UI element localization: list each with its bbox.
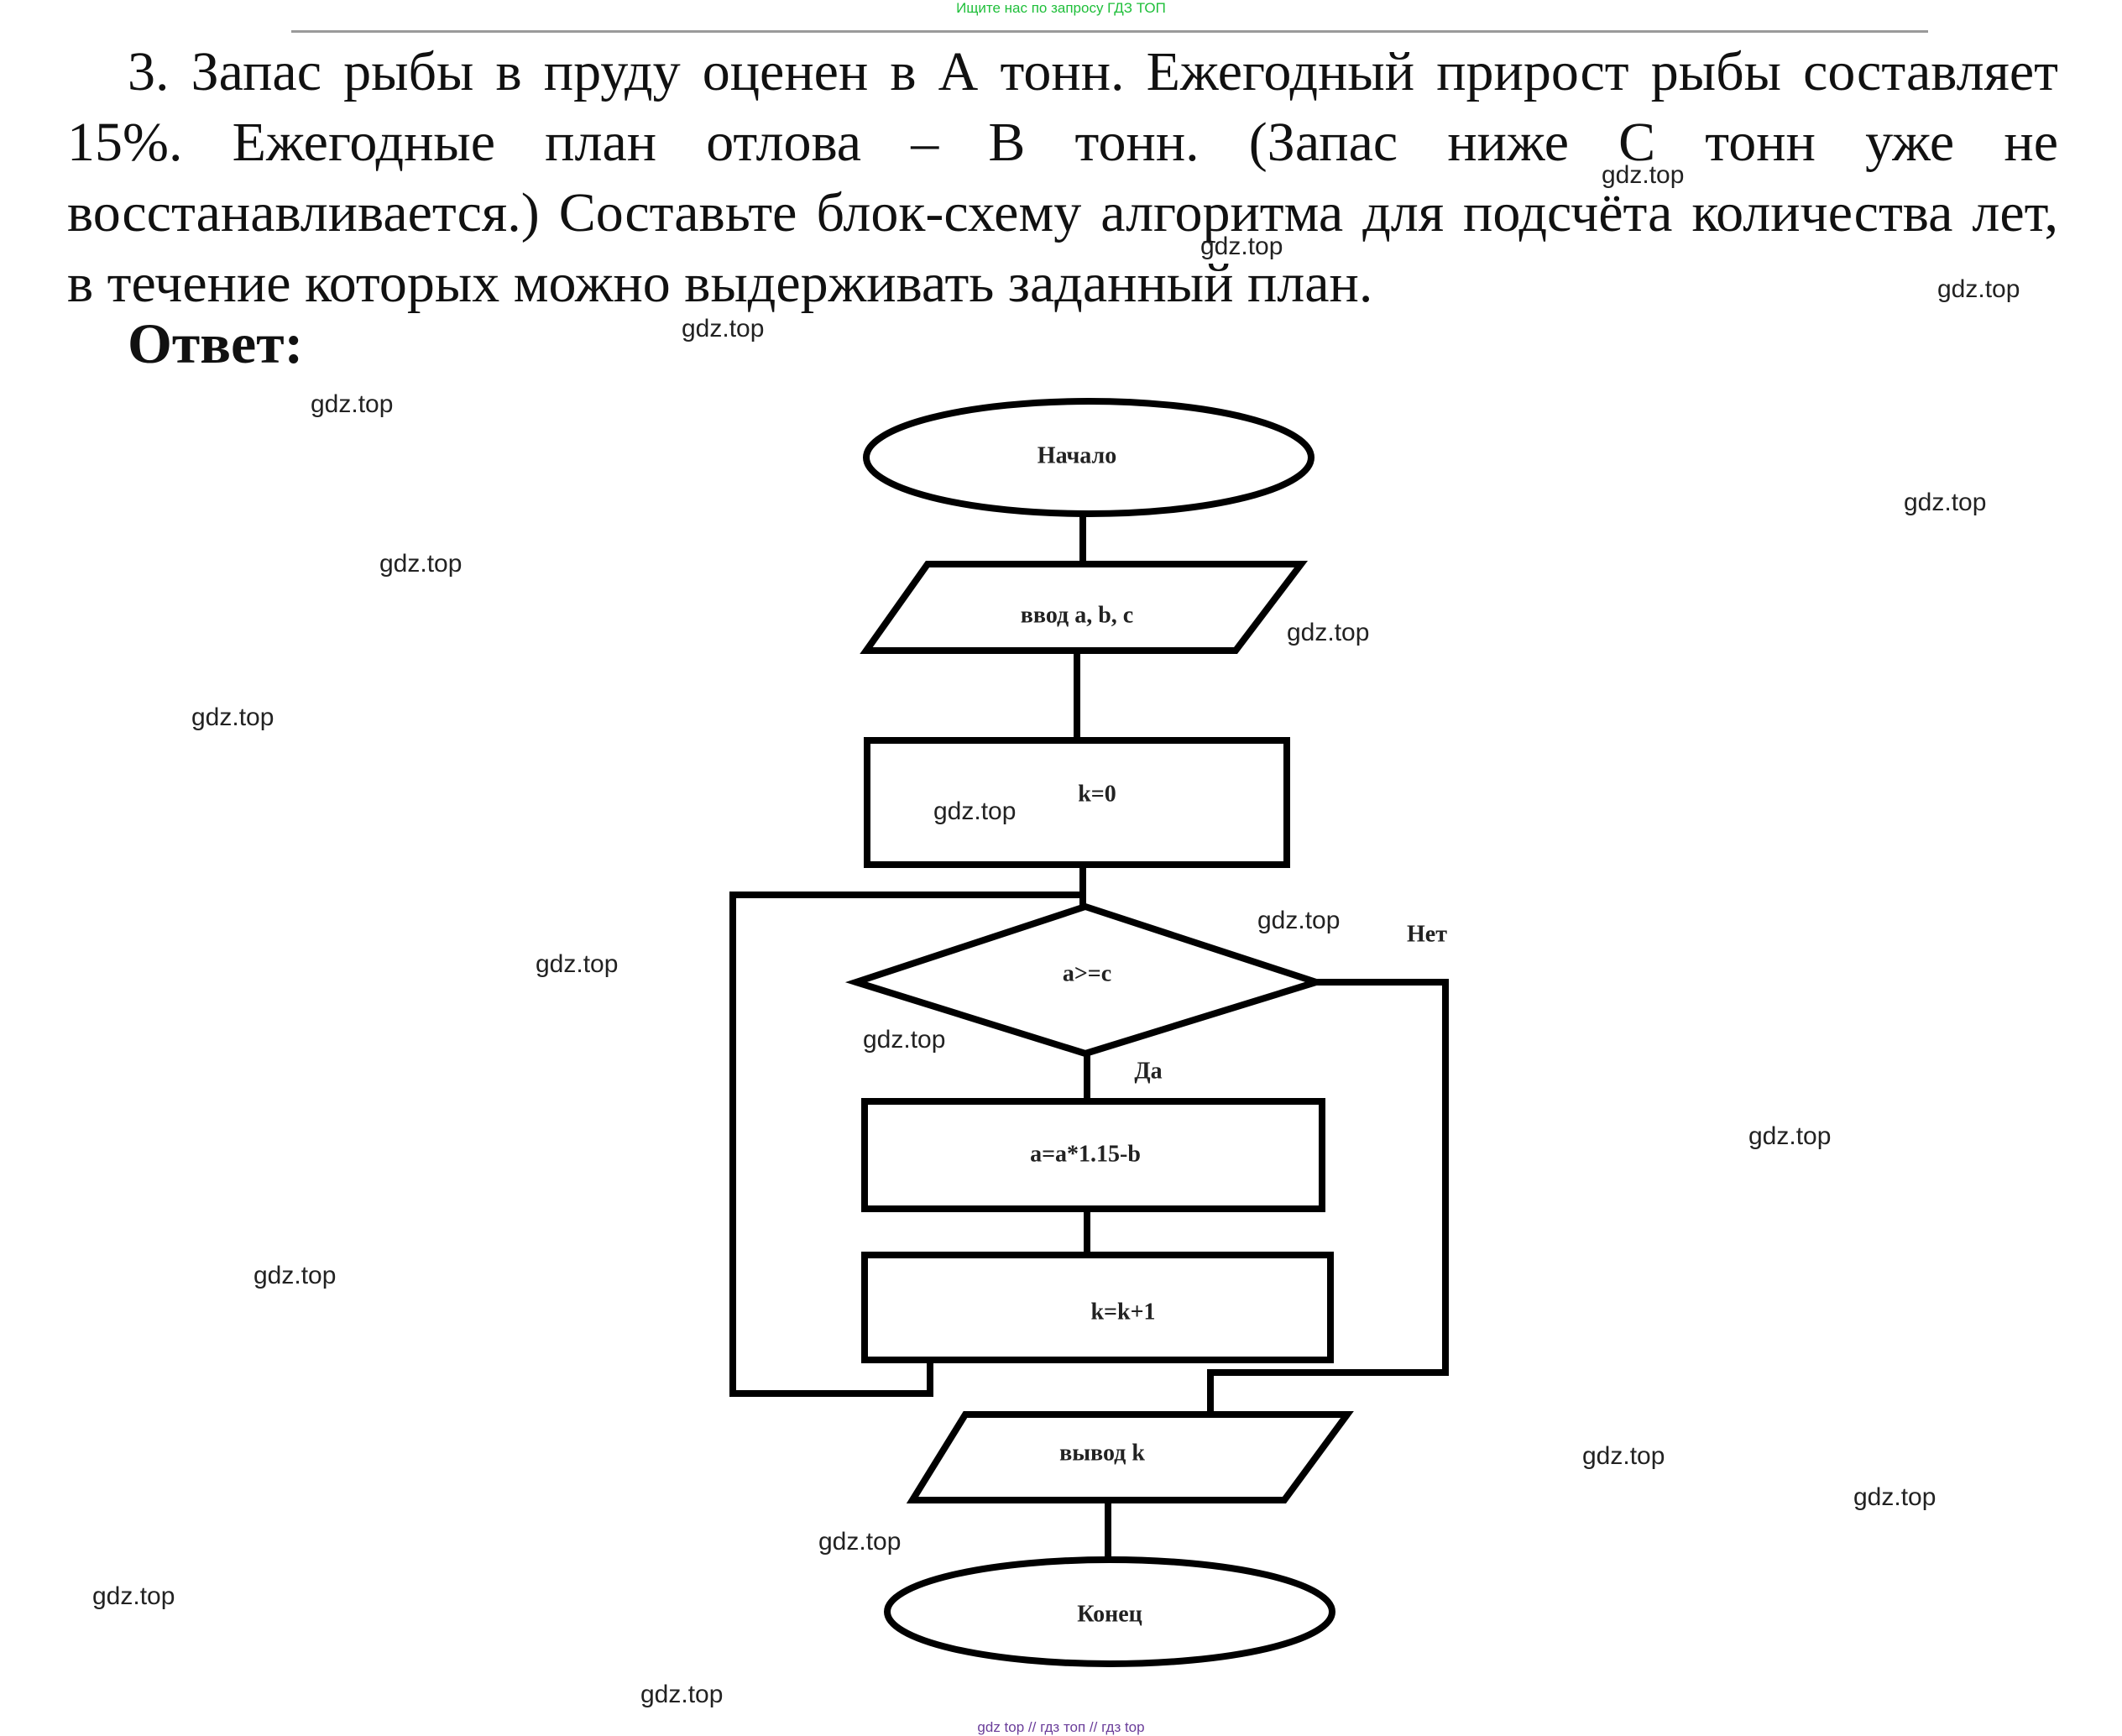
answer-label: Ответ: <box>128 311 304 375</box>
watermark: gdz.top <box>92 1582 175 1610</box>
yes-branch-label: Да <box>1134 1058 1162 1084</box>
watermark: gdz.top <box>682 315 765 342</box>
watermark: gdz.top <box>1904 489 1987 516</box>
connector-loop-back <box>729 892 1083 1397</box>
end-terminator <box>884 1556 1335 1667</box>
watermark: gdz.top <box>1937 275 2020 303</box>
footer-text: gdz top // гдз топ // гдз top <box>977 1719 1145 1735</box>
start-terminator <box>863 398 1314 517</box>
watermark: gdz.top <box>863 1026 946 1054</box>
watermark: gdz.top <box>1287 619 1370 646</box>
increment-process <box>861 1252 1334 1363</box>
watermark: gdz.top <box>536 950 619 978</box>
watermark: gdz.top <box>640 1681 724 1708</box>
start-label: Начало <box>1037 442 1116 468</box>
condition-decision <box>844 902 1328 1058</box>
watermark: gdz.top <box>311 390 394 418</box>
input-parallelogram <box>860 561 1309 654</box>
watermark: gdz.top <box>191 703 274 731</box>
output-label: вывод k <box>1059 1440 1145 1466</box>
task-text: 3. Запас рыбы в пруду оценен в А тонн. Е… <box>67 41 2058 314</box>
watermark: gdz.top <box>933 797 1017 825</box>
condition-label: a>=c <box>1063 960 1111 986</box>
connector-no-branch <box>1207 979 1449 1414</box>
watermark: gdz.top <box>379 550 463 578</box>
init-label: k=0 <box>1078 781 1116 807</box>
input-label: ввод a, b, c <box>1021 602 1133 628</box>
no-branch-label: Нет <box>1407 921 1447 947</box>
init-process <box>864 737 1290 868</box>
watermark: gdz.top <box>1200 233 1283 260</box>
end-label: Конец <box>1077 1601 1142 1627</box>
watermark: gdz.top <box>1257 907 1341 934</box>
output-parallelogram <box>906 1411 1354 1503</box>
increment-label: k=k+1 <box>1090 1299 1155 1325</box>
search-hint: Ищите нас по запросу ГДЗ ТОП <box>956 0 1166 16</box>
watermark: gdz.top <box>253 1262 337 1289</box>
update-label: a=a*1.15-b <box>1030 1141 1141 1167</box>
watermark: gdz.top <box>818 1528 902 1556</box>
watermark: gdz.top <box>1582 1442 1665 1470</box>
top-bar <box>291 0 1928 33</box>
watermark: gdz.top <box>1602 161 1685 189</box>
watermark: gdz.top <box>1853 1483 1936 1511</box>
watermark: gdz.top <box>1748 1122 1832 1150</box>
update-process <box>861 1098 1325 1212</box>
